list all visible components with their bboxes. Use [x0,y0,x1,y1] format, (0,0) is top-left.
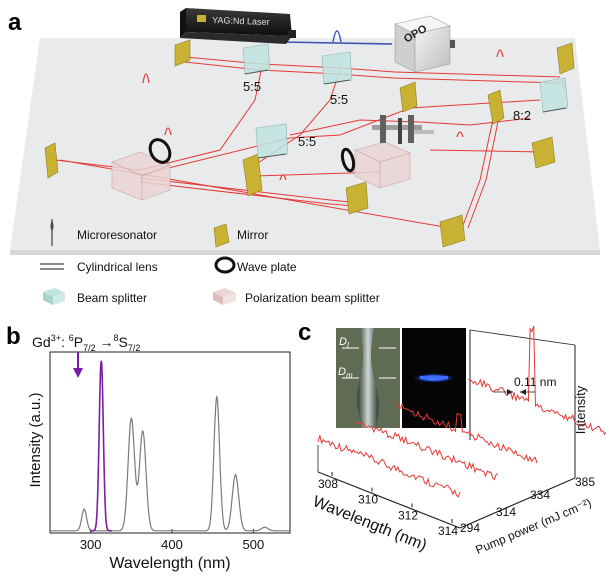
plot-b-x-tick-label: 500 [243,537,265,552]
laser-label: YAG:Nd Laser [212,15,270,27]
peak-arrow-head [73,368,83,378]
plot-c-wavelength-tick-label: 314 [438,524,458,538]
microresonator-stage [372,115,434,144]
plot-c-traces [317,325,606,498]
plot-c-pump-axis [459,477,576,529]
mirror-4 [242,153,263,197]
transition-annotation: Gd3+: 6P7/2 →8S7/2 [32,333,140,353]
yag-laser: YAG:Nd Laser [180,8,296,44]
plot-c-pump-tick-label: 294 [460,521,480,535]
mirror-2 [556,42,575,75]
plot-c-pump-tick-label: 334 [530,488,550,502]
mirror-9 [399,81,418,113]
plot-c-wavelength-tick-label: 308 [318,477,338,491]
pump-beam [279,41,393,45]
legend-label-polarization-beam-splitter: Polarization beam splitter [245,291,380,305]
ratio-label-4: 8:2 [513,108,531,123]
legend-label-microresonator: Microresonator [77,228,157,242]
mirror-6 [531,136,556,169]
plot-b-x-tick-label: 400 [161,537,183,552]
polarization-beam-splitters [111,141,411,201]
legend-label-wave-plate: Wave plate [237,260,297,274]
plot-c-wavelength-tick-label: 310 [358,493,378,507]
panel-a-letter: a [8,9,22,36]
ratio-label-3: 5:5 [298,134,316,149]
mirrors [44,39,575,248]
spectrum-purple-line [90,360,112,532]
cylindrical-lens-icon [40,263,64,270]
plot-c-trace [355,421,499,481]
panel-c-letter: c [298,319,311,346]
legend-a: Microresonator Mirror Cylindrical lens W… [40,219,380,305]
mirror-icon [213,223,230,248]
mirror-3 [44,142,59,179]
plot-c-pump-tick-label: 314 [496,505,516,519]
legend-label-cylindrical-lens: Cylindrical lens [77,260,158,274]
polarization-beam-splitter-icon [213,288,236,305]
mirror-5 [487,89,505,125]
wave-plates [148,138,356,173]
plot-c-wavelength-axis [317,471,461,529]
plot-c-trace [317,435,461,498]
panel-b-letter: b [6,323,21,350]
splitter-1 [242,43,271,75]
ratio-label-2: 5:5 [330,92,348,107]
plot-c-trace [467,325,606,436]
micrograph-inset: Dl Dm [336,328,400,428]
inset-label-dl: Dl [339,336,349,350]
panel-b: b Gd3+: 6P7/2 →8S7/2 300 400 500 Intensity… [6,323,291,572]
mirror-8 [439,214,466,248]
beam-splitters [242,43,569,159]
plot-b-x-ticks: 300 400 500 [80,529,264,552]
plot-c-pump-tick-label: 385 [575,475,595,489]
splitter-3 [255,123,289,159]
legend-label-mirror: Mirror [237,228,268,242]
beam-splitter-icon [43,288,65,305]
legend-label-beam-splitter: Beam splitter [77,291,147,305]
mirror-7 [345,181,369,215]
inset-label-dm: Dm [338,366,353,380]
optical-table [10,38,600,250]
splitter-2 [321,51,353,85]
pulse-markers [142,49,504,181]
plot-c-ylabel: Intensity [573,385,588,434]
opo-box: OPO [394,15,455,73]
splitter-4 [539,77,569,113]
emission-inset [402,328,466,428]
spectrum-gray-line [50,394,290,532]
plot-c-zlabel: Pump power (mJ cm⁻²) [473,496,593,557]
microresonator-icon [50,219,54,246]
panel-a: a [8,8,600,305]
mirror-1 [174,39,191,67]
plot-b-ylabel: Intensity (a.u.) [27,392,44,487]
plot-b-xlabel: Wavelength (nm) [109,555,230,572]
plot-b-x-tick-label: 300 [80,537,102,552]
linewidth-label: 0.11 nm [514,375,556,389]
pump-pulse [332,30,342,43]
plot-c-wavelength-ticks: 308 310 312 314 [318,472,458,538]
plot-b-frame [49,351,291,534]
plot-c-trace [394,400,538,464]
wave-plate-icon [214,256,236,274]
plot-c-pump-ticks: 294 314 334 385 [460,475,595,535]
ratio-label-1: 5:5 [243,79,261,94]
plot-c-wavelength-tick-label: 312 [398,508,418,522]
